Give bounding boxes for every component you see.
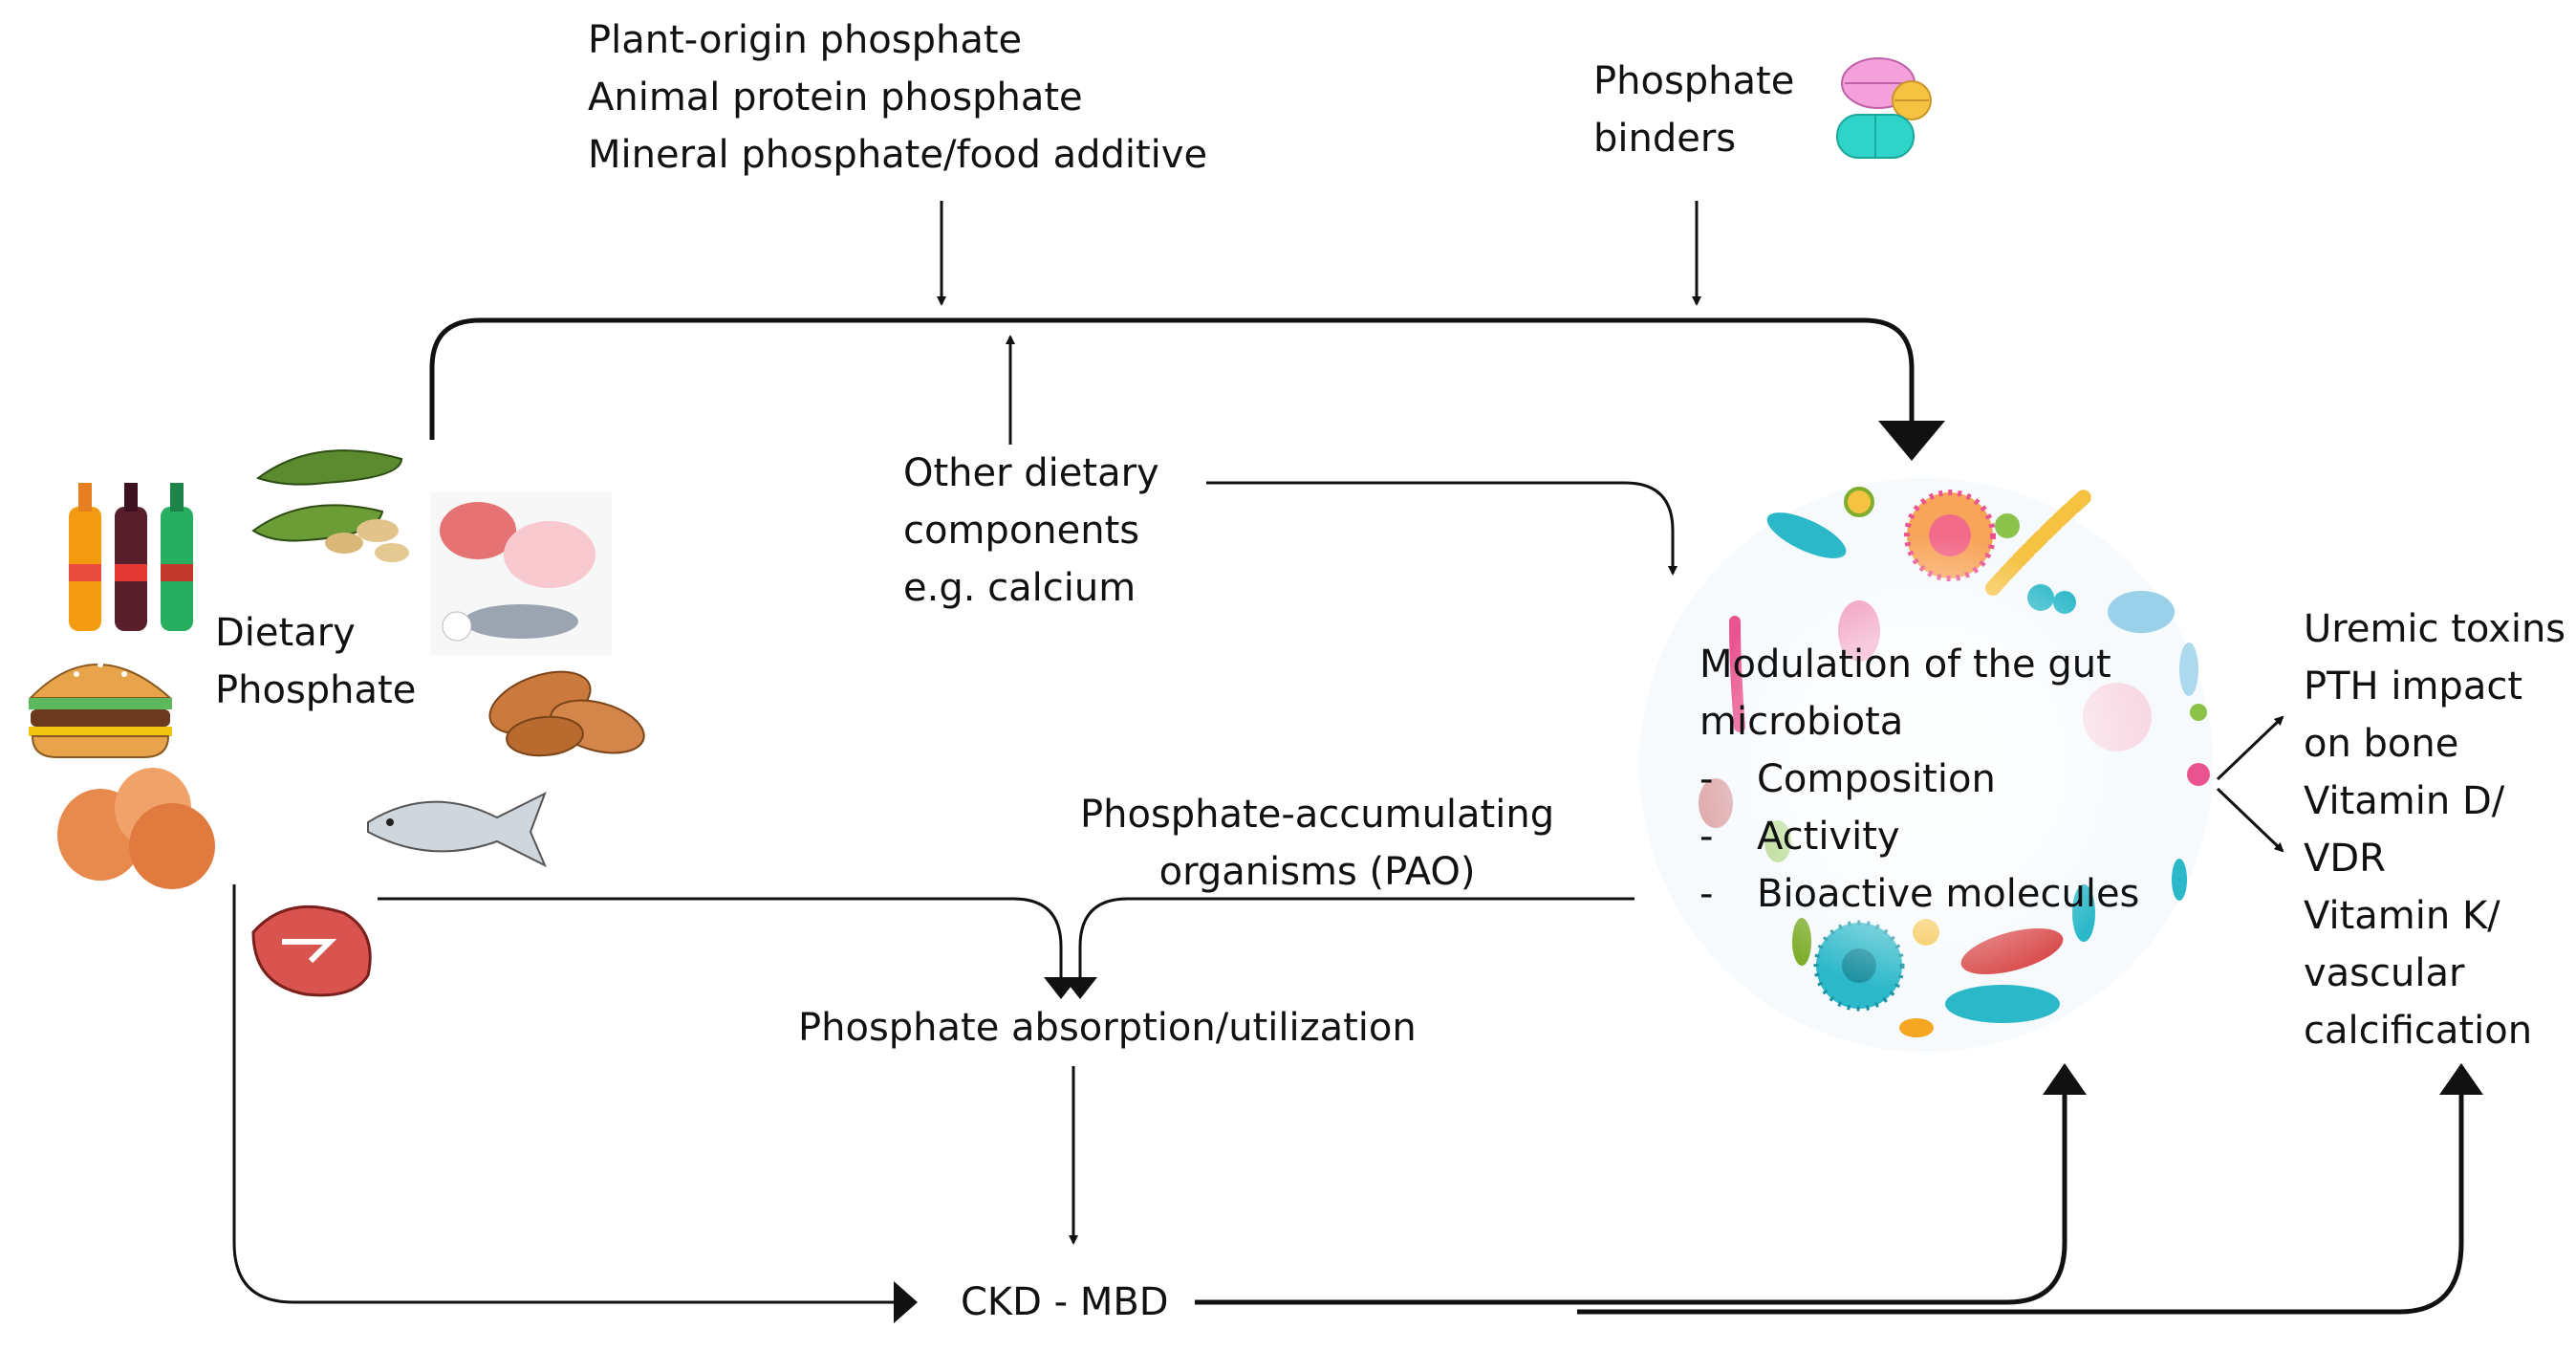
phosphate-sources-label: Plant-origin phosphate Animal protein ph… <box>588 11 1207 184</box>
meat-plate-icon <box>430 492 612 655</box>
outcome-5: VDR <box>2304 837 2386 881</box>
micro-title-1: Modulation of the gut <box>1699 643 2111 686</box>
almonds-icon <box>488 670 645 757</box>
arrow-pao-to-absorption <box>1078 897 1634 985</box>
other-line-3: e.g. calcium <box>903 566 1136 610</box>
arrowhead-ckd <box>894 1281 918 1323</box>
other-line-2: components <box>903 509 1140 553</box>
legumes-icon <box>251 449 409 562</box>
binders-line-2: binders <box>1593 117 1737 161</box>
micro-title-2: microbiota <box>1699 700 1904 744</box>
pao-line-2: organisms (PAO) <box>1158 850 1476 894</box>
drink-bottles-icon <box>69 483 193 631</box>
microbiota-modulation-label: Modulation of the gut microbiota -Compos… <box>1699 636 2139 923</box>
connectors <box>232 201 2464 1315</box>
outcome-3: on bone <box>2304 722 2459 766</box>
source-mineral: Mineral phosphate/food additive <box>588 133 1208 177</box>
pao-label: Phosphate-accumulating organisms (PAO) <box>1080 786 1554 901</box>
pills-icon <box>1836 57 1932 159</box>
outcome-4: Vitamin D/ <box>2304 779 2505 823</box>
arrow-diet-to-microbiota <box>429 317 1915 440</box>
arrowheads <box>894 421 2483 1323</box>
source-plant: Plant-origin phosphate <box>588 18 1023 62</box>
micro-bullet-activity: -Activity <box>1699 808 2139 865</box>
phosphate-binders-label: Phosphate binders <box>1593 53 1794 167</box>
dietary-line-2: Phosphate <box>215 668 417 712</box>
dietary-phosphate-label: Dietary Phosphate <box>215 604 416 719</box>
dietary-line-1: Dietary <box>215 611 356 655</box>
arrowhead-outcomes-bottom <box>2439 1063 2483 1095</box>
other-dietary-components-label: Other dietary components e.g. calcium <box>903 445 1159 617</box>
micro-bullet-composition: -Composition <box>1699 751 2139 808</box>
arrow-micro-to-outcome-upper <box>2216 715 2284 781</box>
outcome-6: Vitamin K/ <box>2304 894 2500 938</box>
ckd-mbd-label: CKD - MBD <box>961 1280 1169 1324</box>
binders-line-1: Phosphate <box>1593 59 1795 103</box>
arrow-other-to-microbiota <box>1206 481 1678 576</box>
outcome-8: calcification <box>2304 1009 2533 1053</box>
arrowhead-micro-bottom <box>2043 1063 2087 1095</box>
arrow-ckd-to-outcomes <box>1195 1095 2067 1305</box>
arrow-diet-to-absorption <box>378 897 1063 985</box>
steak-icon <box>251 904 372 997</box>
pao-line-1: Phosphate-accumulating <box>1080 793 1555 837</box>
micro-bullet-bioactive: -Bioactive molecules <box>1699 865 2139 923</box>
other-line-1: Other dietary <box>903 451 1159 495</box>
gut-microbiota-illustration <box>1639 478 2213 1052</box>
arrow-ckd-to-outcomes-right <box>1577 1095 2464 1315</box>
arrow-micro-to-outcome-lower <box>2216 787 2284 853</box>
outcome-1: Uremic toxins <box>2304 607 2566 651</box>
outcome-2: PTH impact <box>2304 665 2523 708</box>
arrow-diet-to-ckd <box>232 884 897 1304</box>
arrowhead-top-arc <box>1878 421 1945 461</box>
absorption-label: Phosphate absorption/utilization <box>798 1006 1417 1050</box>
fish-icon <box>367 791 547 868</box>
source-animal: Animal protein phosphate <box>588 76 1083 120</box>
burger-icon <box>28 662 173 758</box>
bullet-dash: - <box>1699 872 1714 916</box>
outcome-7: vascular <box>2304 951 2465 995</box>
bullet-dash: - <box>1699 815 1714 859</box>
outcomes-label: Uremic toxins PTH impact on bone Vitamin… <box>2304 600 2565 1059</box>
food-cluster-icon <box>28 449 645 997</box>
bullet-dash: - <box>1699 757 1714 801</box>
arrowhead-absorption-right <box>1063 977 1097 999</box>
eggs-icon <box>57 768 215 889</box>
